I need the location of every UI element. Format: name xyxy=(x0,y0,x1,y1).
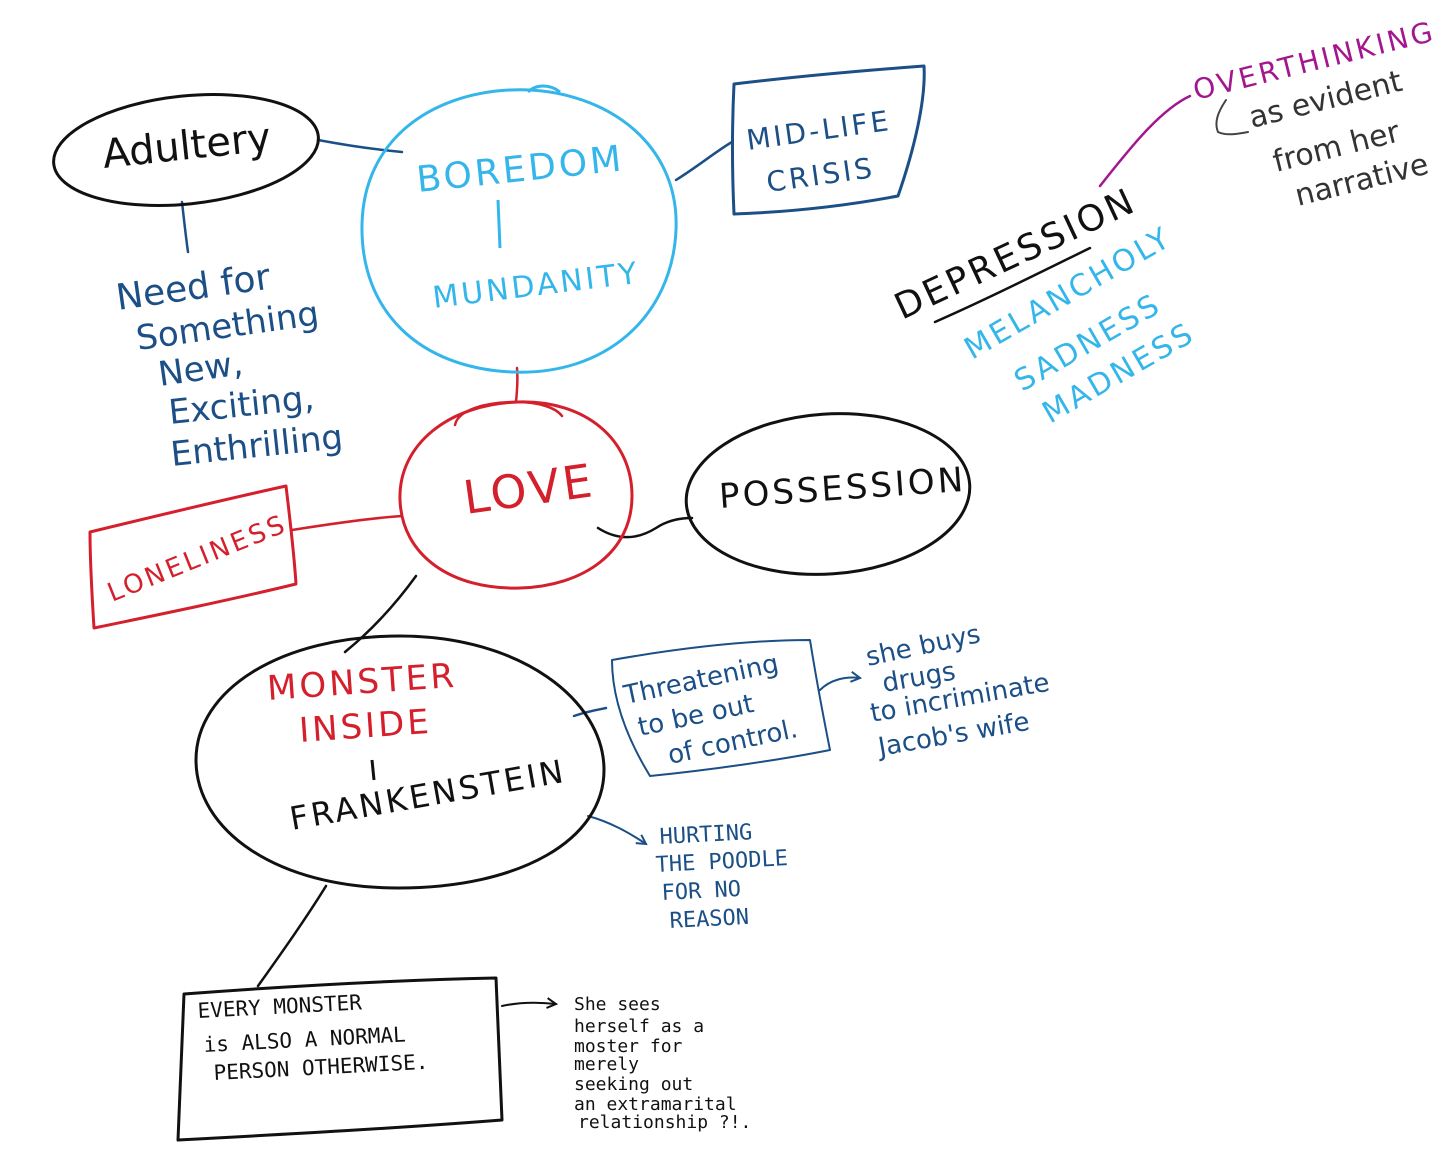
midlife-line-1: MID-LIFE xyxy=(744,104,893,157)
midlife-line-2: CRISIS xyxy=(764,151,877,199)
possession-label: POSSESSION xyxy=(718,460,968,517)
connector-adultery-need xyxy=(180,200,190,254)
connector-love-monster xyxy=(343,574,418,654)
hurting-line-3: FOR NO xyxy=(661,877,742,906)
loneliness-box xyxy=(88,484,298,630)
sees-line-7: relationship ?!. xyxy=(578,1112,751,1133)
sees-line-4: merely xyxy=(574,1054,639,1075)
every-line-1: EVERY MONSTER xyxy=(197,990,363,1023)
arrow-threatening-drugs xyxy=(819,678,860,691)
loneliness-label: LONELINESS xyxy=(103,509,291,608)
boredom-cap xyxy=(526,84,561,94)
sees-line-5: seeking out xyxy=(574,1074,693,1095)
love-label: LOVE xyxy=(460,453,598,525)
boredom-circle xyxy=(360,88,678,374)
hurting-line-1: HURTING xyxy=(659,820,753,850)
sees-line-2: herself as a xyxy=(574,1016,704,1037)
depression-underline xyxy=(933,246,1092,324)
monster-oval xyxy=(194,634,606,890)
boredom-label: BOREDOM xyxy=(415,138,626,201)
love-circle xyxy=(398,400,634,590)
midlife-box xyxy=(731,64,926,216)
connector-monster-every xyxy=(256,884,328,988)
mundanity-label: MUNDANITY xyxy=(431,256,642,316)
arrow-every-sees xyxy=(501,1003,556,1006)
hurting-line-4: REASON xyxy=(669,905,750,934)
sees-line-1: She sees xyxy=(574,994,661,1015)
connector-boredom-midlife xyxy=(674,140,734,182)
threatening-box xyxy=(611,639,831,777)
arrow-monster-hurting xyxy=(587,815,646,844)
shapes xyxy=(52,64,972,1142)
connector-monster-threatening xyxy=(572,706,608,718)
labels[interactable]: Adultery BOREDOM MUNDANITY MID-LIFE CRIS… xyxy=(100,15,1439,1133)
adultery-oval xyxy=(52,93,320,207)
boredom-divider xyxy=(496,199,502,249)
evident-bracket xyxy=(1215,99,1249,136)
connector-adultery-boredom xyxy=(316,138,404,154)
every-monster-box xyxy=(176,976,504,1142)
frankenstein-label: FRANKENSTEIN xyxy=(287,752,569,838)
monster-divider xyxy=(370,759,376,781)
connector-love-possession xyxy=(596,516,694,539)
connector-depression-overthinking xyxy=(1098,94,1192,188)
monster-line-2: INSIDE xyxy=(298,702,433,751)
sees-line-6: an extramarital xyxy=(574,1094,737,1115)
adultery-label: Adultery xyxy=(100,115,273,178)
hurting-line-2: THE POODLE xyxy=(655,846,789,878)
possession-oval xyxy=(684,412,972,576)
love-cap xyxy=(453,400,564,427)
sees-line-3: moster for xyxy=(574,1036,683,1057)
connector-love-loneliness xyxy=(290,514,404,532)
every-line-3: PERSON OTHERWISE. xyxy=(213,1050,429,1085)
